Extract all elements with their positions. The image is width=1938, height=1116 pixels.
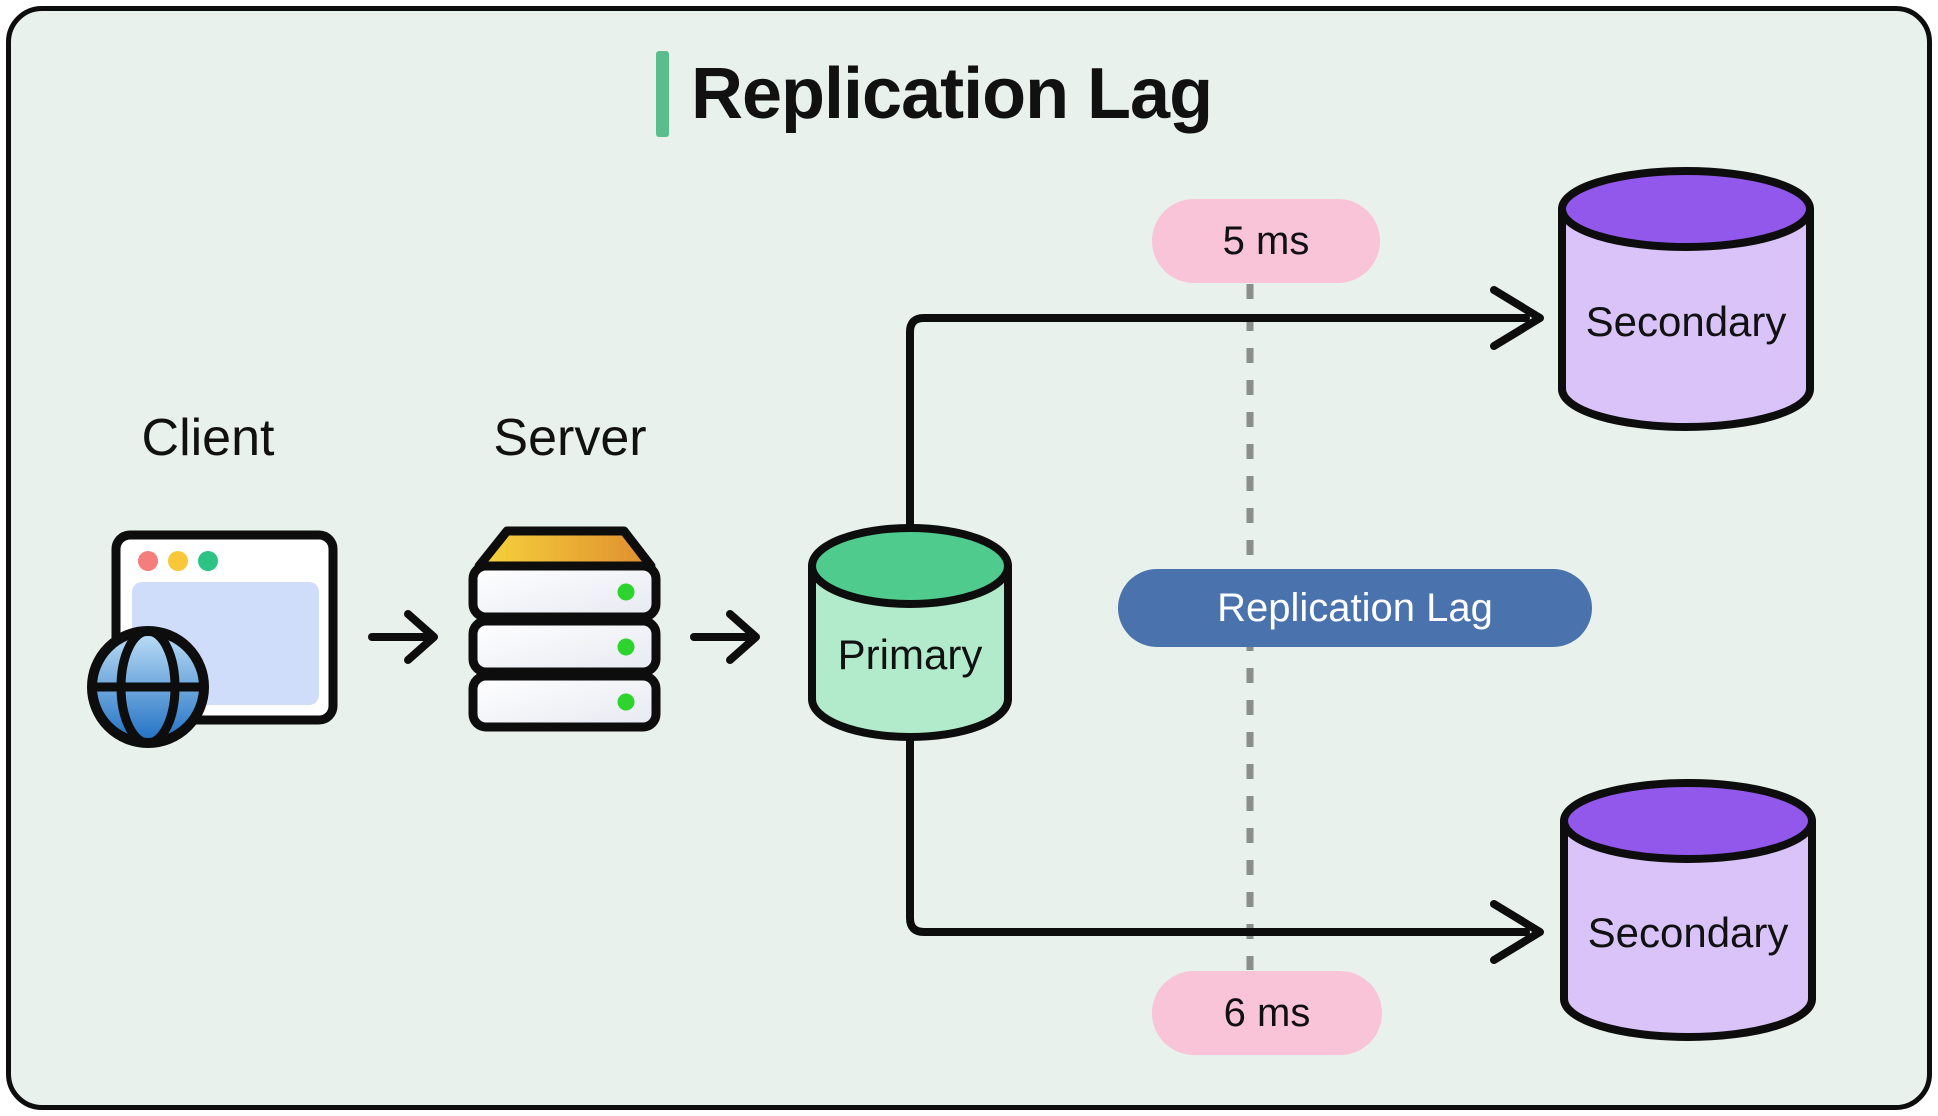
secondary-bottom-database-icon [1560, 779, 1816, 1041]
secondary-bottom-label: Secondary [1587, 909, 1789, 956]
latency-badge-bottom: 6 ms [1152, 971, 1382, 1055]
server-unit-3 [468, 671, 661, 732]
window-dot-green-icon [198, 551, 218, 571]
title-accent-bar [656, 51, 669, 137]
secondary-top-database-icon [1558, 167, 1814, 431]
primary-label: Primary [837, 631, 983, 678]
primary-database-icon [808, 524, 1012, 741]
server-led-2-icon [617, 638, 635, 656]
replication-lag-badge: Replication Lag [1118, 569, 1592, 647]
branch-line-top [906, 314, 1530, 532]
server-top-panel [474, 526, 656, 571]
server-led-3-icon [617, 693, 635, 711]
branch-arrowhead-top-icon [1490, 286, 1544, 350]
arrow-client-server-icon [368, 610, 438, 664]
globe-icon [87, 626, 209, 748]
arrow-server-primary-icon [690, 610, 760, 664]
window-dot-yellow-icon [168, 551, 188, 571]
branch-arrowhead-bottom-icon [1490, 900, 1544, 964]
page-title-row: Replication Lag [656, 51, 1213, 137]
server-label: Server [493, 409, 647, 467]
latency-badge-bottom-text: 6 ms [1223, 991, 1311, 1035]
window-dot-red-icon [138, 551, 158, 571]
replication-lag-badge-text: Replication Lag [1217, 586, 1493, 630]
latency-badge-top: 5 ms [1152, 199, 1380, 283]
latency-badge-top-text: 5 ms [1222, 219, 1310, 263]
branch-line-bottom [906, 733, 1530, 936]
secondary-top-label: Secondary [1585, 298, 1787, 345]
server-led-1-icon [617, 583, 635, 601]
page-title: Replication Lag [691, 54, 1213, 134]
server-icon [468, 526, 661, 732]
client-label: Client [141, 409, 275, 467]
